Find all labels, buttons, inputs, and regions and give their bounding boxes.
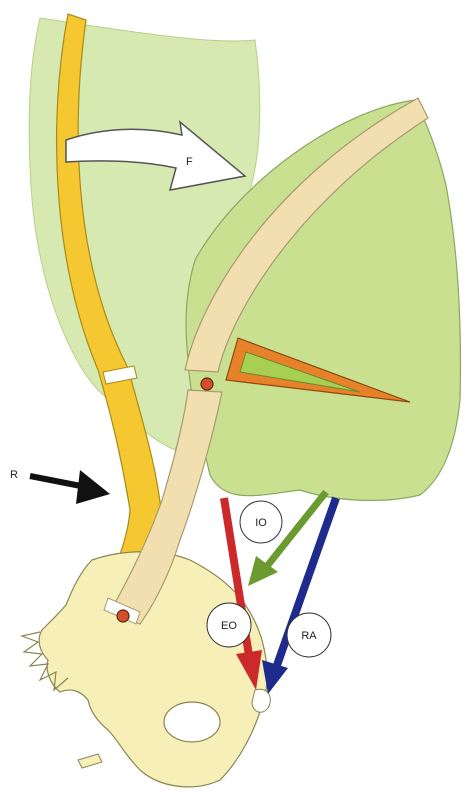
ra-label: RA (301, 630, 317, 642)
eo-label: EO (221, 620, 237, 632)
lower-joint (117, 610, 129, 622)
rotation-arrow: R (10, 469, 110, 504)
upper-joint (201, 378, 213, 390)
flexion-label: F (186, 156, 193, 168)
pubic-end (252, 689, 270, 712)
io-callout: IO (240, 501, 282, 543)
rotation-arrow-head (76, 470, 110, 504)
obturator-foramen (164, 702, 220, 742)
rotation-label: R (10, 469, 18, 481)
ra-callout: RA (287, 613, 331, 657)
coccyx (78, 754, 102, 768)
io-label: IO (255, 517, 267, 529)
eo-callout: EO (207, 603, 251, 647)
rotation-arrow-shaft (30, 476, 86, 487)
